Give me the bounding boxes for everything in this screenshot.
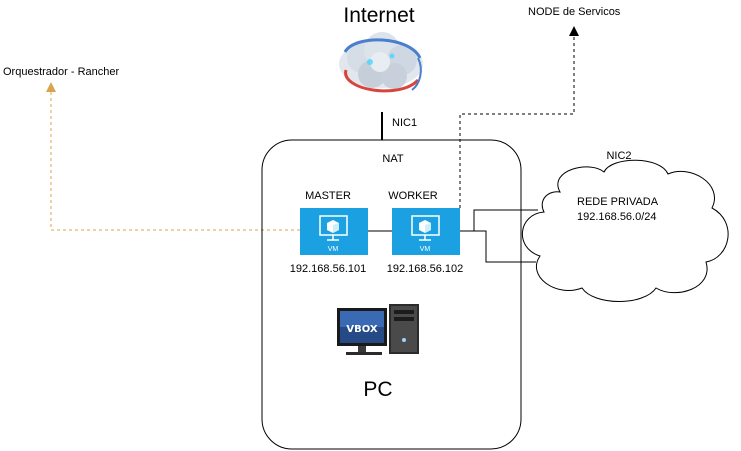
rede-privada-label: REDE PRIVADA [577,196,659,208]
internet-cloud-icon [339,32,423,93]
master-label: MASTER [305,190,351,202]
worker-ip-label: 192.168.56.102 [387,263,463,275]
orquestrador-link [50,90,300,231]
master-vm-text: VM [328,246,339,253]
vbox-brand-text: VBOX [346,324,378,335]
worker-vm-text: VM [420,246,431,253]
private-network-cloud [522,159,729,302]
nic2-label: NIC2 [606,150,631,162]
host-pc-box [261,139,522,450]
node-servicos-arrowhead [569,26,579,36]
rede-privada-cidr-label: 192.168.56.0/24 [577,211,657,223]
node-servicos-link [459,34,575,208]
worker-vm-icon: VM [392,208,460,255]
pc-label: PC [363,378,392,401]
orquestrador-label: Orquestrador - Rancher [3,66,119,78]
internet-label: Internet [343,4,414,27]
pc-icon: VBOX [337,304,419,355]
worker-network-link-lower [460,230,536,263]
nic1-label: NIC1 [392,117,417,129]
master-ip-label: 192.168.56.101 [290,263,366,275]
node-servicos-label: NODE de Servicos [528,6,621,18]
orquestrador-arrowhead [46,82,56,92]
worker-label: WORKER [388,190,438,202]
nat-label: NAT [382,153,403,165]
master-vm-icon: VM [300,208,368,255]
